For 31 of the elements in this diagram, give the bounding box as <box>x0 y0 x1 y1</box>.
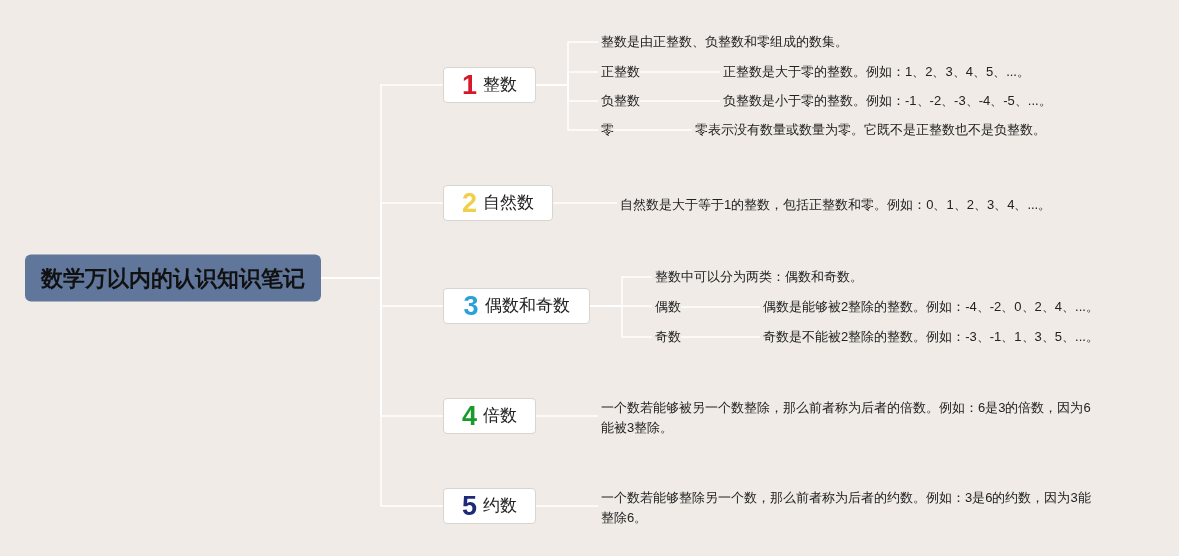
topic-number: 2 <box>462 189 477 217</box>
definition-text: 正整数是大于零的整数。例如：1、2、3、4、5、...。 <box>720 62 1030 82</box>
topic-number: 5 <box>462 492 477 520</box>
topic-box <box>443 288 590 324</box>
topic-box <box>443 488 536 524</box>
topic-title: 倍数 <box>483 405 517 428</box>
definition-text: 一个数若能够整除另一个数，那么前者称为后者的约数。例如：3是6的约数，因为3能整除6。 <box>598 488 1098 528</box>
topic-number: 1 <box>462 71 477 99</box>
definition-text: 自然数是大于等于1的整数，包括正整数和零。例如：0、1、2、3、4、...。 <box>617 195 1052 215</box>
term-label: 负整数 <box>598 91 640 111</box>
topic-title: 自然数 <box>483 192 534 215</box>
term-label: 奇数 <box>652 327 681 347</box>
definition-text: 负整数是小于零的整数。例如：-1、-2、-3、-4、-5、...。 <box>720 91 1052 111</box>
topic-number: 3 <box>463 292 479 320</box>
topic-box <box>443 67 536 103</box>
topic-box <box>443 398 536 434</box>
term-label: 偶数 <box>652 297 681 317</box>
root-topic-box: 数学万以内的认识知识笔记 <box>25 254 321 302</box>
definition-text: 一个数若能够被另一个数整除，那么前者称为后者的倍数。例如：6是3的倍数，因为6能被3整除。 <box>598 398 1098 438</box>
definition-text: 奇数是不能被2整除的整数。例如：-3、-1、1、3、5、...。 <box>760 327 1099 347</box>
topic-title: 整数 <box>483 74 517 97</box>
topic-title: 偶数和奇数 <box>484 295 570 318</box>
topic-number: 4 <box>462 402 477 430</box>
definition-text: 偶数是能够被2整除的整数。例如：-4、-2、0、2、4、...。 <box>760 297 1099 317</box>
definition-text: 整数是由正整数、负整数和零组成的数集。 <box>598 32 848 52</box>
topic-title: 约数 <box>483 495 517 518</box>
definition-text: 整数中可以分为两类：偶数和奇数。 <box>652 267 863 287</box>
term-label: 零 <box>598 120 614 140</box>
term-label: 正整数 <box>598 62 640 82</box>
topic-box <box>443 185 553 221</box>
definition-text: 零表示没有数量或数量为零。它既不是正整数也不是负整数。 <box>692 120 1046 140</box>
